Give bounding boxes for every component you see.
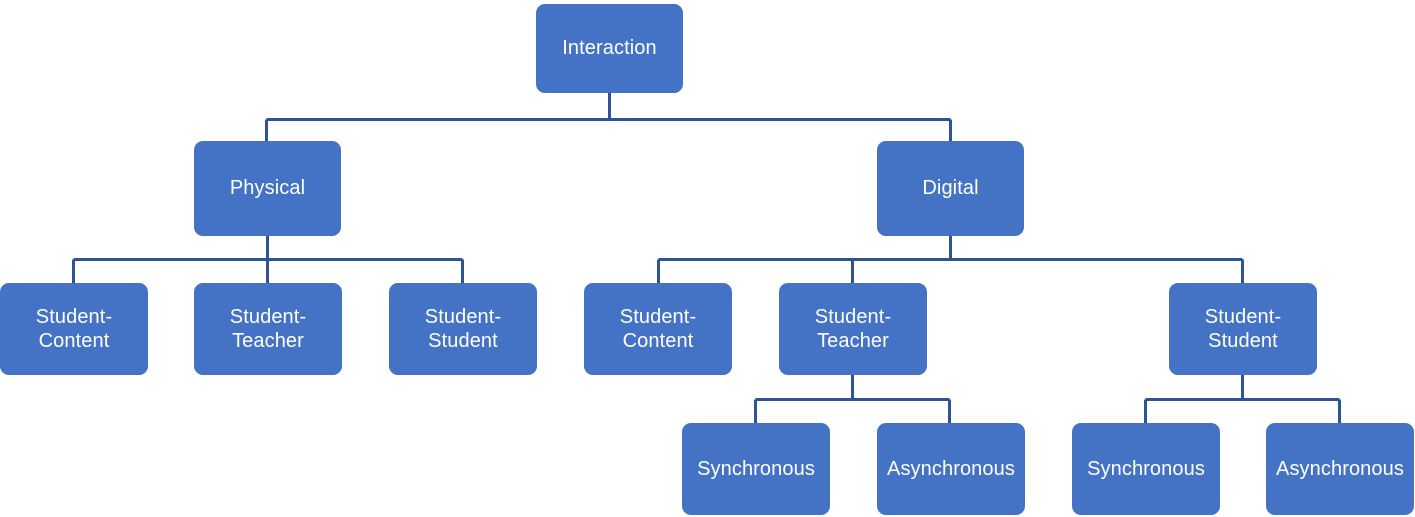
node-interaction[interactable]: Interaction (536, 4, 683, 93)
node-digital-student-synchronous[interactable]: Synchronous (1072, 423, 1220, 515)
node-digital-teacher-asynchronous[interactable]: Asynchronous (877, 423, 1025, 515)
node-physical-student-student[interactable]: Student- Student (389, 283, 537, 375)
node-physical-student-teacher[interactable]: Student- Teacher (194, 283, 342, 375)
node-digital-student-asynchronous[interactable]: Asynchronous (1266, 423, 1414, 515)
node-physical-student-content[interactable]: Student- Content (0, 283, 148, 375)
node-digital[interactable]: Digital (877, 141, 1024, 236)
node-digital-student-content[interactable]: Student- Content (584, 283, 732, 375)
node-digital-student-teacher[interactable]: Student- Teacher (779, 283, 927, 375)
node-physical[interactable]: Physical (194, 141, 341, 236)
node-digital-student-student[interactable]: Student- Student (1169, 283, 1317, 375)
node-digital-teacher-synchronous[interactable]: Synchronous (682, 423, 830, 515)
